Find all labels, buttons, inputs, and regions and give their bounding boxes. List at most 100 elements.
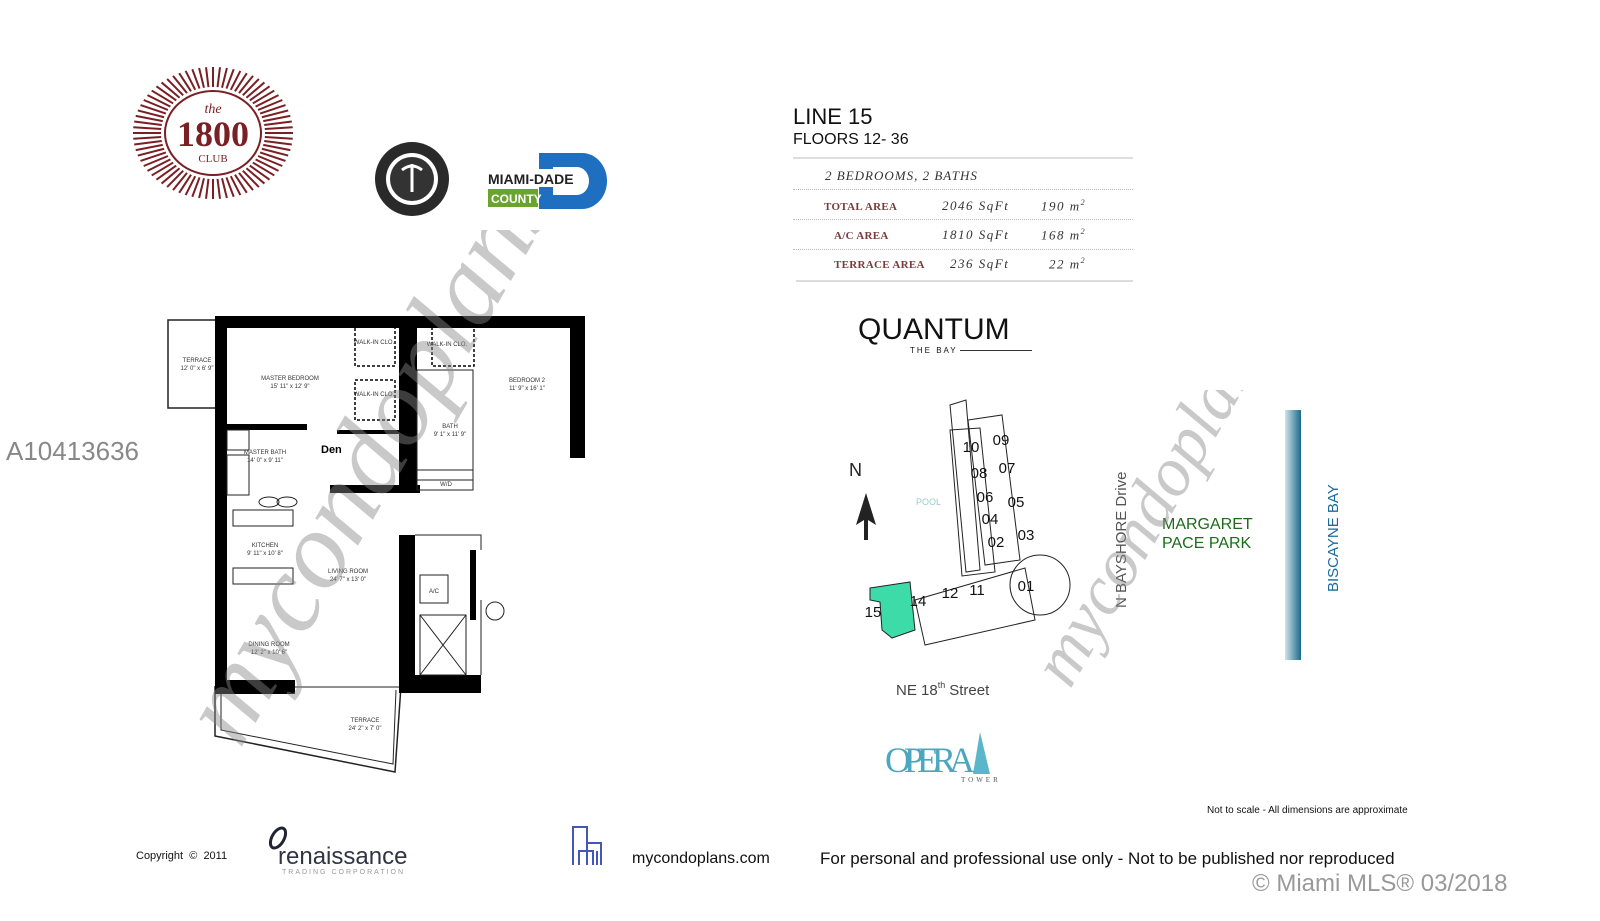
quantum-name: QUANTUM (858, 313, 1010, 346)
label: 15' 11" x 12' 9" (270, 384, 309, 390)
sunburst-ray (238, 75, 254, 94)
label: TERRACE (351, 718, 380, 724)
sunburst-ray (216, 178, 221, 199)
label: OPERA (885, 740, 975, 780)
north-arrow-icon (856, 493, 876, 540)
sunburst-ray (264, 126, 293, 130)
sunburst-ray (178, 72, 192, 92)
sunburst-ray (184, 175, 197, 196)
area-row-ac: A/C AREA 1810 SqFt 168 m2 (793, 224, 1133, 246)
area-sqft: 1810 SqFt (942, 227, 1010, 242)
miami-dade-county-logo: MIAMI-DADE COUNTY (487, 153, 607, 209)
opera-tower-logo: OPERA TOWER (885, 728, 1015, 784)
sunburst-ray (191, 68, 201, 89)
sunburst-ray (166, 78, 184, 97)
label: A/C (429, 589, 440, 595)
label: WALK-IN CLO. (354, 340, 395, 346)
sunburst-ray (242, 169, 260, 188)
area-label: A/C AREA (834, 230, 889, 242)
label: 12' 0" x 6' 9" (181, 366, 214, 372)
label: 04 (982, 511, 999, 528)
label: the (204, 102, 221, 117)
sunburst-ray (160, 167, 181, 185)
sunburst-ray (198, 178, 205, 199)
label: 14 (910, 593, 927, 610)
sunburst-ray (225, 177, 235, 198)
sunburst-ray (135, 114, 163, 123)
area-label: TOTAL AREA (824, 201, 898, 213)
sunburst-ray (261, 109, 289, 119)
sunburst-ray (255, 158, 279, 172)
mycondoplans-url[interactable]: mycondoplans.com (632, 850, 770, 867)
area-row-terrace: TERRACE AREA 236 SqFt 22 m2 (793, 253, 1133, 275)
sunburst-ray (151, 161, 174, 177)
label: 09 (993, 432, 1010, 449)
club-1800-logo: the 1800 CLUB (132, 66, 294, 200)
label: 10 (963, 439, 980, 456)
sunburst-ray (155, 85, 177, 102)
divider (796, 280, 1133, 282)
sunburst-ray (137, 147, 165, 157)
sunburst-ray (234, 72, 248, 92)
label: W/D (440, 482, 452, 488)
sunburst-ray (147, 158, 171, 172)
sunburst-ray (178, 174, 192, 194)
area-label: TERRACE AREA (834, 259, 925, 271)
label: WALK-IN CLO. (427, 342, 468, 348)
sunburst-ray (134, 139, 162, 146)
area-sqft: 236 SqFt (950, 256, 1010, 271)
sunburst-ray (172, 172, 188, 191)
label: 07 (999, 460, 1016, 477)
floors-range: FLOORS 12- 36 (793, 131, 909, 148)
sunburst-ray (225, 68, 235, 89)
sunburst-ray (166, 169, 184, 188)
area-m2: 190 m2 (1041, 198, 1087, 214)
label: COUNTY (491, 192, 542, 206)
sunburst-ray (205, 67, 210, 88)
sunburst-ray (261, 147, 289, 157)
label: 05 (1008, 494, 1025, 511)
label: LIVING ROOM (328, 569, 368, 575)
sunburst-ray (259, 104, 286, 115)
label: 9' 11" x 10' 8" (247, 551, 283, 557)
sunburst-ray (264, 136, 293, 140)
sunburst-ray (140, 151, 167, 162)
label: MARGARET (1162, 516, 1253, 533)
sunburst-ray (160, 81, 181, 99)
label: Street (949, 682, 990, 699)
label: KITCHEN (252, 543, 278, 549)
floor-plan: TERRACE 12' 0" x 6' 9" MASTER BEDROOM 15' … (165, 310, 595, 780)
sunburst-ray (259, 151, 286, 162)
label: 1800 (177, 114, 249, 154)
quantum-logo: QUANTUM THE BAY (858, 314, 1038, 358)
divider (793, 219, 1133, 220)
sunburst-ray (143, 155, 169, 167)
sunburst-ray (140, 104, 167, 115)
label: MIAMI-DADE (488, 171, 574, 187)
sunburst-ray (135, 143, 163, 152)
label: MASTER BEDROOM (261, 376, 319, 382)
label: BATH (442, 424, 458, 430)
beds-baths: 2 BEDROOMS, 2 BATHS (825, 168, 978, 183)
label: CLUB (198, 153, 227, 165)
disclaimer: For personal and professional use only -… (820, 849, 1395, 868)
divider (793, 249, 1133, 250)
sunburst-ray (263, 114, 291, 123)
sunburst-ray (133, 136, 162, 140)
label: 15 (865, 604, 882, 621)
area-m2: 168 m2 (1041, 227, 1087, 243)
north-label: N (849, 460, 862, 480)
sunburst-ray (229, 70, 242, 91)
label: 9' 1" x 11' 9" (434, 432, 466, 438)
label: 06 (977, 489, 994, 506)
label: 14' 0" x 9' 11" (247, 458, 283, 464)
label: 12' 2" x 10' 6" (251, 650, 287, 656)
label: N BAYSHORE Drive (1113, 472, 1130, 608)
line-title: LINE 15 (793, 104, 873, 129)
label: Den (321, 444, 342, 456)
sunburst-ray (249, 164, 271, 181)
sunburst-ray (137, 109, 165, 119)
divider (793, 157, 1133, 159)
label: PACE PARK (1162, 535, 1252, 552)
